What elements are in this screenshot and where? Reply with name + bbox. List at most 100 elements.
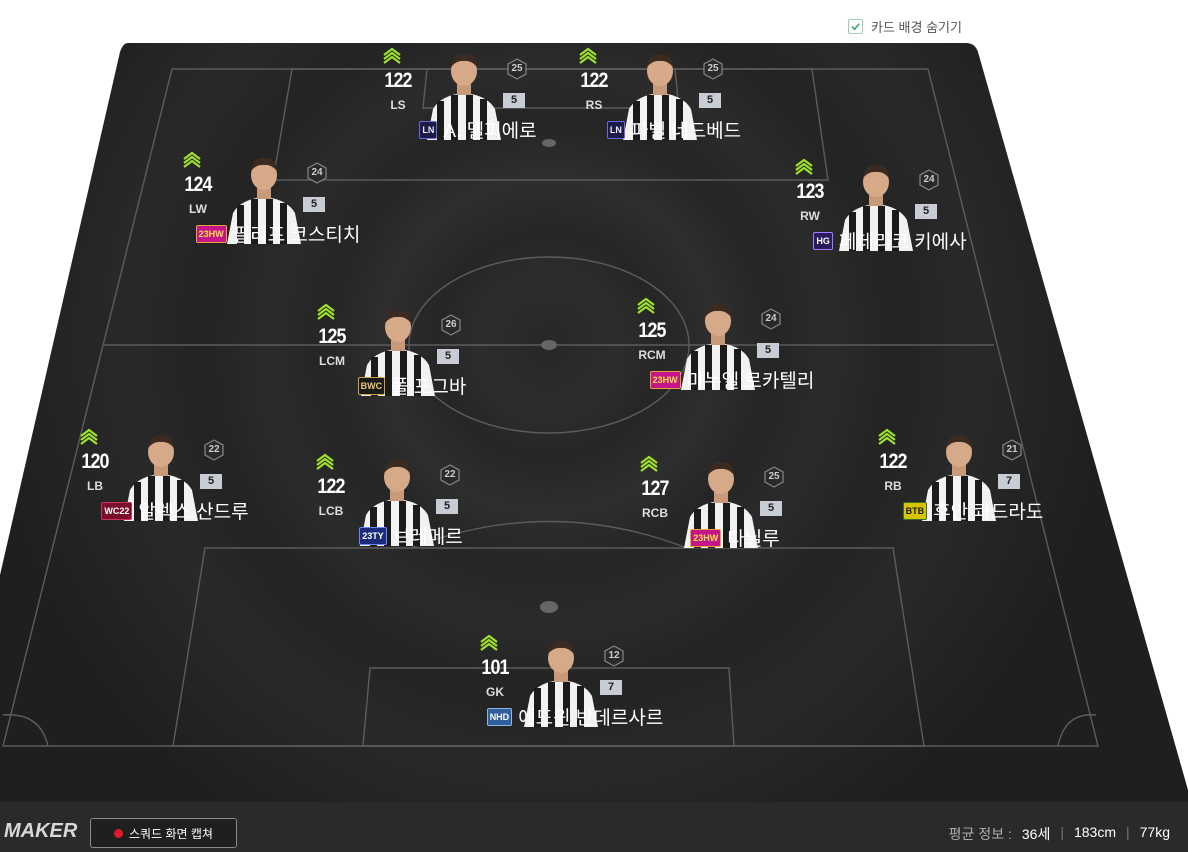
avg-age: 36세 bbox=[1021, 826, 1051, 842]
player-photo bbox=[419, 49, 509, 140]
level-badge: 25 bbox=[702, 58, 724, 80]
player-name-line: LN 파벨 네드베드 bbox=[564, 116, 784, 143]
overall-rating: 125 bbox=[638, 319, 666, 342]
upgrade-chevrons-icon bbox=[795, 158, 813, 175]
player-name-line: 23HW 마누엘 로카텔리 bbox=[622, 366, 842, 393]
season-badge: LN bbox=[606, 120, 625, 139]
player-name-line: BTB 후안 콰드라도 bbox=[863, 497, 1083, 524]
level-badge: 24 bbox=[306, 162, 328, 184]
upgrade-chevrons-icon bbox=[316, 453, 334, 470]
player-name-line: 23TY 브레메르 bbox=[301, 522, 521, 549]
position-label: RB bbox=[884, 479, 902, 493]
avg-height: 183cm bbox=[1073, 824, 1116, 840]
enhance-grade: 5 bbox=[760, 501, 782, 516]
player-photo-icon bbox=[623, 53, 697, 140]
upgrade-chevrons-icon bbox=[640, 455, 658, 472]
avg-label: 평균 정보 : bbox=[948, 826, 1012, 842]
upgrade-chevrons-icon bbox=[637, 297, 655, 314]
enhance-grade: 5 bbox=[437, 349, 459, 364]
record-dot-icon bbox=[114, 828, 124, 838]
season-badge: HG bbox=[813, 231, 833, 250]
overall-rating: 122 bbox=[384, 69, 412, 92]
overall-rating: 122 bbox=[317, 475, 345, 498]
maker-logo: MAKER bbox=[4, 820, 78, 842]
season-badge: BTB bbox=[902, 501, 928, 520]
position-label: RS bbox=[585, 98, 603, 112]
position-label: LW bbox=[189, 202, 207, 216]
enhance-grade: 5 bbox=[200, 474, 222, 489]
player-name: 폴 포그바 bbox=[391, 377, 467, 398]
position-label: LS bbox=[390, 98, 406, 112]
player-name-line: WC22 알렉스 산드루 bbox=[65, 497, 285, 524]
level-badge: 26 bbox=[440, 314, 462, 336]
player-photo bbox=[116, 430, 206, 521]
player-name: 후안 콰드라도 bbox=[933, 502, 1044, 523]
overall-rating: 123 bbox=[796, 180, 824, 203]
player-photo-icon bbox=[839, 164, 913, 251]
player-photo-icon bbox=[427, 53, 501, 140]
player-name: 에드윈 반데르사르 bbox=[518, 708, 664, 729]
overall-rating: 122 bbox=[580, 69, 608, 92]
player-name: 필리프 코스티치 bbox=[232, 225, 361, 246]
squad-capture-button[interactable]: 스쿼드 화면 캡쳐 bbox=[90, 818, 237, 848]
player-name-line: 23HW 다닐루 bbox=[625, 524, 845, 551]
player-photo-icon bbox=[922, 434, 996, 521]
enhance-grade: 5 bbox=[303, 197, 325, 212]
overall-rating: 125 bbox=[318, 325, 346, 348]
season-badge: NHD bbox=[486, 707, 513, 726]
average-info: 평균 정보 : 36세 | 183cm | 77kg bbox=[949, 824, 1170, 844]
enhance-grade: 7 bbox=[600, 680, 622, 695]
upgrade-chevrons-icon bbox=[878, 428, 896, 445]
upgrade-chevrons-icon bbox=[183, 151, 201, 168]
level-badge: 22 bbox=[203, 439, 225, 461]
season-badge: 23HW bbox=[690, 528, 722, 547]
player-name: A. 델피에로 bbox=[443, 121, 537, 142]
season-badge: LN bbox=[419, 120, 438, 139]
enhance-grade: 7 bbox=[998, 474, 1020, 489]
player-name: 페데리코 키에사 bbox=[838, 232, 967, 253]
upgrade-chevrons-icon bbox=[579, 47, 597, 64]
player-name-line: BWC 폴 포그바 bbox=[302, 372, 522, 399]
season-badge: 23HW bbox=[195, 224, 227, 243]
level-badge: 24 bbox=[918, 169, 940, 191]
upgrade-chevrons-icon bbox=[317, 303, 335, 320]
checkbox[interactable] bbox=[848, 19, 863, 34]
capture-label: 스쿼드 화면 캡쳐 bbox=[129, 826, 213, 841]
enhance-grade: 5 bbox=[436, 499, 458, 514]
player-photo bbox=[673, 299, 763, 390]
player-name: 브레메르 bbox=[392, 527, 463, 548]
upgrade-chevrons-icon bbox=[480, 634, 498, 651]
overall-rating: 101 bbox=[481, 656, 509, 679]
enhance-grade: 5 bbox=[757, 343, 779, 358]
check-icon bbox=[851, 23, 860, 31]
level-badge: 25 bbox=[763, 466, 785, 488]
player-photo-icon bbox=[227, 157, 301, 244]
avg-weight: 77kg bbox=[1139, 824, 1170, 840]
player-photo bbox=[831, 160, 921, 251]
upgrade-chevrons-icon bbox=[383, 47, 401, 64]
hide-card-background-toggle[interactable]: 카드 배경 숨기기 bbox=[848, 17, 962, 36]
player-photo bbox=[914, 430, 1004, 521]
level-badge: 22 bbox=[439, 464, 461, 486]
toggle-label: 카드 배경 숨기기 bbox=[871, 20, 962, 35]
player-photo-icon bbox=[524, 640, 598, 727]
position-label: LCM bbox=[319, 354, 345, 368]
player-photo-icon bbox=[124, 434, 198, 521]
player-photo bbox=[516, 636, 606, 727]
level-badge: 25 bbox=[506, 58, 528, 80]
player-name-line: 23HW 필리프 코스티치 bbox=[168, 220, 388, 247]
overall-rating: 127 bbox=[641, 477, 669, 500]
divider: | bbox=[1060, 824, 1064, 840]
season-badge: WC22 bbox=[101, 501, 133, 520]
overall-rating: 120 bbox=[81, 450, 109, 473]
upgrade-chevrons-icon bbox=[80, 428, 98, 445]
player-name: 마누엘 로카텔리 bbox=[686, 371, 815, 392]
season-badge: 23HW bbox=[649, 370, 681, 389]
player-name-line: LN A. 델피에로 bbox=[368, 116, 588, 143]
position-label: RCB bbox=[642, 506, 668, 520]
enhance-grade: 5 bbox=[503, 93, 525, 108]
level-badge: 12 bbox=[603, 645, 625, 667]
player-name-line: NHD 에드윈 반데르사르 bbox=[465, 703, 685, 730]
enhance-grade: 5 bbox=[699, 93, 721, 108]
overall-rating: 124 bbox=[184, 173, 212, 196]
